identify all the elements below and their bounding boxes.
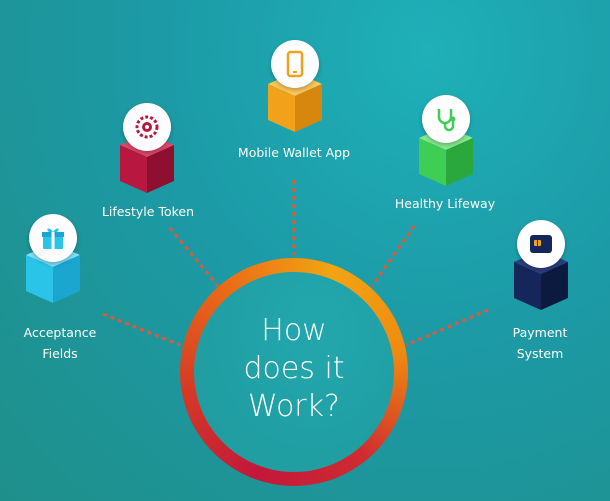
smartphone-icon (271, 40, 319, 88)
gift-icon (29, 214, 77, 262)
connector-payment-system (405, 308, 489, 347)
label-acceptance-fields: Acceptance Fields (23, 325, 97, 361)
connector-acceptance-fields (102, 312, 181, 347)
center-title: How does it Work? (243, 313, 345, 424)
connector-healthy-lifeway (370, 225, 416, 287)
stethoscope-icon (422, 95, 470, 143)
label-mobile-wallet-app: Mobile Wallet App (237, 145, 351, 160)
center-disc: How does it Work? (194, 272, 394, 472)
label-lifestyle-token: Lifestyle Token (101, 204, 195, 219)
token-icon (123, 103, 171, 151)
center-ring: How does it Work? (180, 258, 408, 486)
cube-payment-system (514, 250, 568, 310)
card-chip-icon (517, 220, 565, 268)
label-healthy-lifeway: Healthy Lifeway (394, 196, 496, 211)
label-payment-system: Payment System (512, 325, 568, 361)
connector-lifestyle-token (168, 227, 220, 287)
